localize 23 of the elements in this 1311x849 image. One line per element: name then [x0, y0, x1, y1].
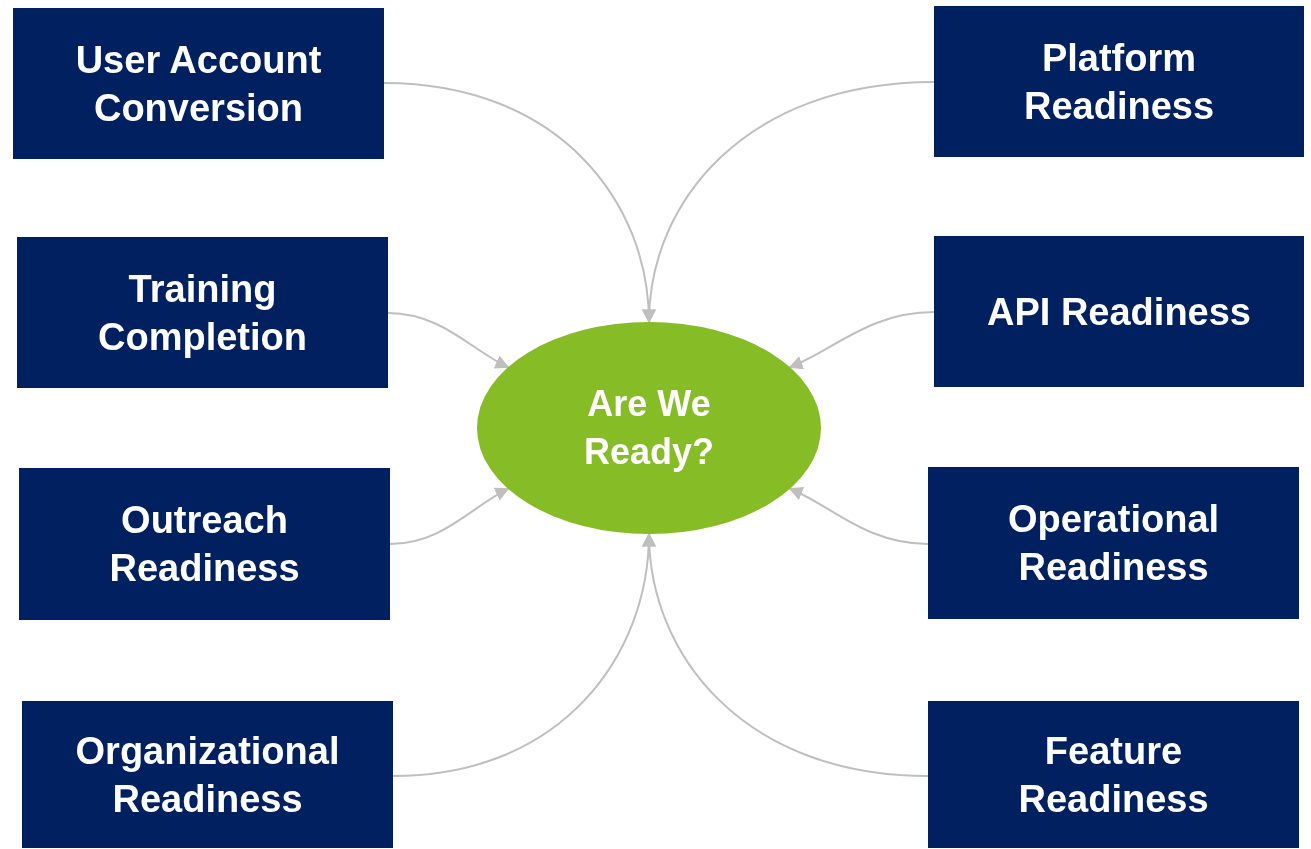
topic-label: Training Completion [97, 266, 308, 360]
topic-box [928, 701, 1299, 848]
topic-box [934, 6, 1304, 157]
topic-box [22, 701, 393, 848]
question-text: Are We Ready? [582, 382, 715, 474]
curved-arrow [788, 311, 935, 369]
topic-label: API Readiness [987, 289, 1251, 335]
topic-label: Outreach Readiness [108, 498, 301, 591]
topic-box [19, 468, 390, 620]
topic-label: Operational Readiness [1006, 497, 1221, 590]
curved-arrow [642, 81, 935, 324]
topic-box [13, 8, 384, 159]
topic-box [17, 237, 388, 388]
topic-label: Feature Readiness [1017, 728, 1210, 822]
topic-label: Platform Readiness [1022, 35, 1216, 129]
curved-arrow [389, 487, 510, 545]
topic-box [928, 467, 1299, 619]
curved-arrow [387, 312, 510, 369]
curved-arrow [788, 487, 929, 545]
topic-label: Organizational Readiness [74, 728, 341, 822]
curved-arrow [642, 532, 929, 777]
topic-box [934, 236, 1304, 387]
topic-label: User Account Conversion [74, 37, 323, 131]
